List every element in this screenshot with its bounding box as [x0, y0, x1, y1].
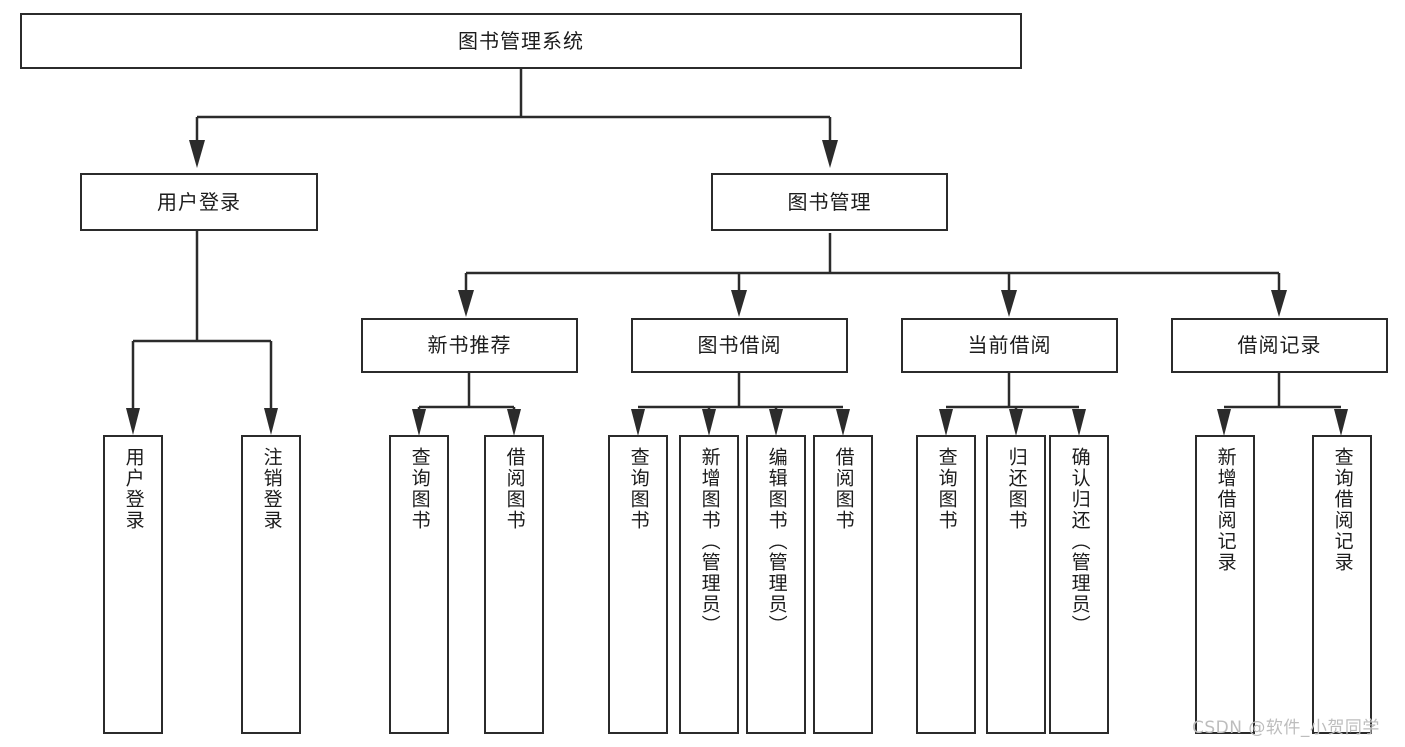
leaf-user-login-logout[interactable]: 注销登录	[241, 435, 301, 734]
arrow-br-leaf1	[1217, 409, 1231, 436]
arrow-to-book-manage	[822, 140, 838, 168]
node-new-book-recommend[interactable]: 新书推荐	[361, 318, 578, 373]
leaf-label: 查询借阅记录	[1331, 447, 1354, 573]
leaf-new-book-borrow[interactable]: 借阅图书	[484, 435, 544, 734]
arrow-to-current-borrow	[1001, 290, 1017, 317]
leaf-label: 新增借阅记录	[1214, 447, 1237, 573]
arrow-bb-leaf4	[836, 409, 850, 436]
leaf-borrow-edit-book[interactable]: 编辑图书（管理员）	[746, 435, 806, 734]
leaf-borrow-query-book[interactable]: 查询图书	[608, 435, 668, 734]
arrow-nbr-leaf2	[507, 409, 521, 436]
leaf-label: 用户登录	[122, 447, 145, 531]
arrow-to-new-book	[458, 290, 474, 317]
leaf-borrow-add-book[interactable]: 新增图书（管理员）	[679, 435, 739, 734]
node-root-label: 图书管理系统	[458, 28, 584, 53]
arrow-cb-leaf1	[939, 409, 953, 436]
leaf-label: 新增图书（管理员）	[698, 447, 721, 636]
arrow-bb-leaf3	[769, 409, 783, 436]
arrow-cb-leaf3	[1072, 409, 1086, 436]
leaf-label: 归还图书	[1005, 447, 1028, 531]
node-current-borrow[interactable]: 当前借阅	[901, 318, 1118, 373]
leaf-label: 借阅图书	[832, 447, 855, 531]
arrow-cb-leaf2	[1009, 409, 1023, 436]
node-user-login[interactable]: 用户登录	[80, 173, 318, 231]
leaf-current-return-book[interactable]: 归还图书	[986, 435, 1046, 734]
leaf-label: 借阅图书	[503, 447, 526, 531]
leaf-label: 查询图书	[935, 447, 958, 531]
node-book-management-label: 图书管理	[787, 189, 872, 214]
node-borrow-record[interactable]: 借阅记录	[1171, 318, 1388, 373]
leaf-current-query-book[interactable]: 查询图书	[916, 435, 976, 734]
arrow-ul-leaf2	[264, 408, 278, 435]
arrow-to-book-borrow	[731, 290, 747, 317]
watermark: CSDN @软件_小贺同学	[1192, 718, 1380, 738]
node-user-login-label: 用户登录	[157, 189, 241, 214]
arrow-to-user-login	[189, 140, 205, 168]
arrow-ul-leaf1	[126, 408, 140, 435]
leaf-record-add[interactable]: 新增借阅记录	[1195, 435, 1255, 734]
leaf-label: 确认归还（管理员）	[1068, 447, 1091, 636]
node-root[interactable]: 图书管理系统	[20, 13, 1022, 69]
node-current-borrow-label: 当前借阅	[967, 333, 1052, 357]
leaf-label: 编辑图书（管理员）	[765, 447, 788, 636]
leaf-label: 查询图书	[627, 447, 650, 531]
leaf-current-confirm-return[interactable]: 确认归还（管理员）	[1049, 435, 1109, 734]
leaf-record-query[interactable]: 查询借阅记录	[1312, 435, 1372, 734]
leaf-borrow-borrow-book[interactable]: 借阅图书	[813, 435, 873, 734]
arrow-to-borrow-record	[1271, 290, 1287, 317]
arrow-bb-leaf1	[631, 409, 645, 436]
node-borrow-record-label: 借阅记录	[1237, 333, 1322, 357]
node-book-management[interactable]: 图书管理	[711, 173, 948, 231]
arrow-br-leaf2	[1334, 409, 1348, 436]
leaf-label: 注销登录	[260, 447, 283, 531]
node-new-book-recommend-label: 新书推荐	[427, 333, 512, 357]
arrow-bb-leaf2	[702, 409, 716, 436]
node-book-borrow[interactable]: 图书借阅	[631, 318, 848, 373]
leaf-new-book-query[interactable]: 查询图书	[389, 435, 449, 734]
node-book-borrow-label: 图书借阅	[697, 333, 782, 357]
leaf-user-login-signin[interactable]: 用户登录	[103, 435, 163, 734]
leaf-label: 查询图书	[408, 447, 431, 531]
arrow-nbr-leaf1	[412, 409, 426, 436]
